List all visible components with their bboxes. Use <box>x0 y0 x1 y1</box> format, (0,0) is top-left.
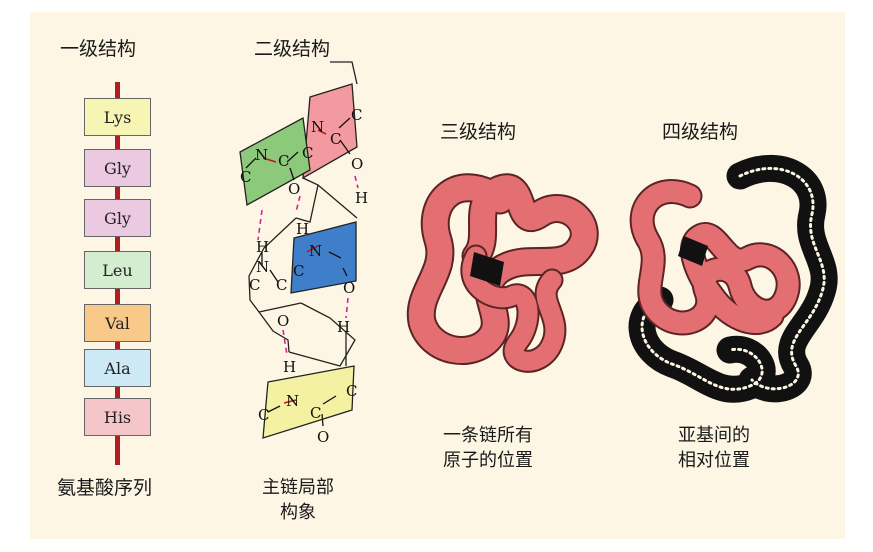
quaternary-caption-line1: 亚基间的 <box>654 424 774 448</box>
quaternary-caption-line2: 相对位置 <box>654 449 774 473</box>
